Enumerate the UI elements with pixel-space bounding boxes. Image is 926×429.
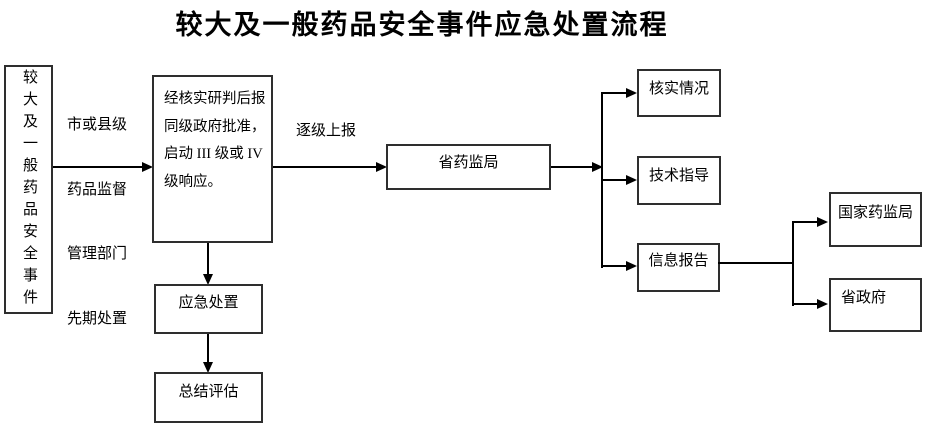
arrow-branch-to-verify-line — [603, 92, 627, 94]
event-box-label: 较大及一般药品安全事件 — [21, 68, 37, 311]
arrow-process-to-emergency-line — [207, 243, 209, 275]
arrow-event-to-process-line — [53, 166, 143, 168]
arrow-branch2-to-national-line — [794, 221, 818, 223]
inforeport-out-line — [718, 262, 794, 264]
arrow-emergency-to-summary-line — [207, 334, 209, 363]
event-box: 较大及一般药品安全事件 — [4, 65, 53, 314]
info-report-box: 信息报告 — [637, 243, 720, 292]
page-title: 较大及一般药品安全事件应急处置流程 — [175, 10, 669, 40]
arrow-process-to-province-head — [376, 162, 387, 172]
arrow-process-to-emergency-head — [203, 274, 213, 285]
emergency-response-box: 应急处置 — [154, 284, 263, 334]
branch2-vertical-line — [792, 221, 794, 306]
provincial-drug-admin-box: 省药监局 — [386, 144, 551, 190]
arrow-branch-to-inforeport-line — [603, 265, 627, 267]
national-drug-admin-box: 国家药监局 — [829, 192, 922, 247]
arrow-branch-to-inforeport-head — [626, 261, 637, 271]
provincial-government-box: 省政府 — [829, 278, 922, 332]
report-up-label: 逐级上报 — [296, 123, 357, 139]
arrow-branch2-to-gov-head — [817, 299, 828, 309]
branch1-vertical-line — [601, 92, 603, 268]
technical-guidance-box: 技术指导 — [637, 156, 721, 205]
initial-handling-label: 市或县级 药品监督 管理部门 先期处置 — [67, 117, 128, 327]
arrow-branch2-to-gov-line — [794, 303, 818, 305]
verify-situation-box: 核实情况 — [637, 69, 721, 117]
arrow-process-to-province-line — [273, 166, 377, 168]
arrow-emergency-to-summary-head — [203, 362, 213, 373]
arrow-branch2-to-national-head — [817, 217, 828, 227]
arrow-province-to-branch-line — [551, 166, 594, 168]
response-activation-box: 经核实研判后报 同级政府批准， 启动 III 级或 IV 级响应。 — [152, 75, 273, 243]
arrow-branch-to-guidance-line — [603, 179, 627, 181]
arrow-event-to-process-head — [142, 162, 153, 172]
arrow-province-to-branch-head — [592, 162, 603, 172]
summary-evaluation-box: 总结评估 — [154, 372, 263, 423]
arrow-branch-to-verify-head — [626, 88, 637, 98]
arrow-branch-to-guidance-head — [626, 175, 637, 185]
